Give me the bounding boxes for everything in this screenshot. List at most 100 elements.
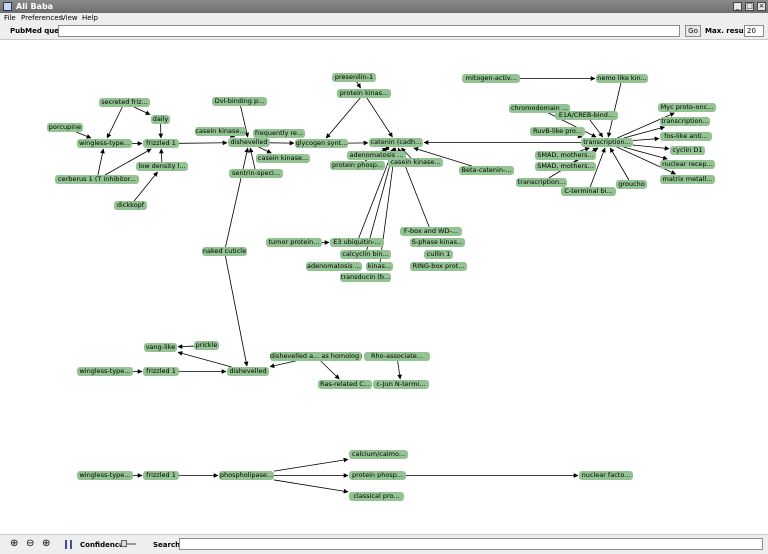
graph-node[interactable]: wingless-type...	[77, 367, 133, 376]
graph-edge	[250, 148, 255, 169]
graph-node[interactable]: transducin (b...	[340, 273, 391, 282]
graph-node[interactable]: nuclear recep...	[660, 160, 715, 169]
graph-node[interactable]: transcription...	[581, 138, 633, 147]
graph-node[interactable]: porcupine	[47, 123, 83, 132]
graph-node[interactable]: E1A/CREB-bind...	[555, 111, 618, 120]
menu-file[interactable]: File	[4, 14, 16, 22]
graph-node[interactable]: vang-like	[144, 343, 177, 352]
graph-node[interactable]: dishevelled	[228, 138, 270, 147]
graph-node[interactable]: calcium/calmo...	[349, 450, 408, 459]
graph-node[interactable]: RING-box prot...	[410, 262, 467, 271]
graph-node[interactable]: catenin (cadh...	[369, 138, 423, 147]
graph-node[interactable]: C-terminal bi...	[561, 187, 616, 196]
graph-node[interactable]: Rho-associate...	[364, 352, 430, 361]
graph-node[interactable]: casein kinase...	[388, 158, 443, 167]
graph-node[interactable]: frizzled 1	[143, 471, 179, 480]
graph-node[interactable]: wingless-type...	[77, 139, 132, 148]
graph-node[interactable]: classical pro...	[349, 492, 404, 501]
graph-node[interactable]: matrix metall...	[660, 175, 715, 184]
graph-edge	[76, 132, 91, 138]
graph-node[interactable]: phospholipase...	[219, 471, 274, 480]
graph-node[interactable]: Beta-catenin-...	[459, 166, 514, 175]
zoom-in-icon[interactable]: ⊕	[42, 539, 50, 549]
query-toolbar: PubMed query: Go Max. results 20	[0, 23, 768, 40]
bottom-bar: ⊕ ⊖ ⊕ Confidence: Search:	[0, 534, 768, 554]
graph-node[interactable]: low density l...	[136, 162, 188, 171]
go-button[interactable]: Go	[685, 25, 701, 37]
close-button[interactable]: ×	[757, 2, 766, 11]
graph-node[interactable]: Myc proto-onc...	[658, 103, 716, 112]
graph-node[interactable]: glycogen synt...	[295, 139, 348, 148]
graph-edge	[357, 82, 361, 88]
graph-edge	[321, 361, 340, 379]
graph-node[interactable]: SMAD, mothers...	[535, 162, 596, 171]
graph-node[interactable]: casein kinase...	[195, 127, 246, 136]
zoom-out-icon[interactable]: ⊖	[26, 539, 34, 549]
graph-edge	[161, 149, 162, 162]
graph-node[interactable]: cerberus 1 (T inhibitor...	[55, 175, 139, 184]
title-bar: Ali Baba _ □ ×	[0, 0, 768, 13]
graph-edge	[398, 361, 401, 379]
menu-preferences[interactable]: Preferences	[21, 14, 62, 22]
graph-node[interactable]: secreted friz...	[99, 98, 150, 107]
maximize-button[interactable]: □	[745, 2, 754, 11]
menu-view[interactable]: View	[61, 14, 78, 22]
graph-node[interactable]: frizzled 1	[143, 139, 179, 148]
graph-edge	[633, 145, 669, 149]
graph-node[interactable]: protein kinas...	[337, 89, 391, 98]
graph-node[interactable]: fos-like anti...	[660, 132, 712, 141]
pause-icon[interactable]	[65, 540, 72, 549]
graph-node[interactable]: nemo like kin...	[596, 74, 648, 83]
menu-bar: File Preferences View Help	[0, 13, 768, 23]
pubmed-query-input[interactable]	[58, 25, 680, 37]
graph-node[interactable]: cullin 1	[424, 250, 453, 259]
graph-node[interactable]: sentrin-speci...	[229, 169, 283, 178]
zoom-fit-icon[interactable]: ⊕	[10, 539, 18, 549]
graph-node[interactable]: c-Jun N-termi...	[373, 380, 429, 389]
graph-node[interactable]: naked cuticle	[202, 247, 247, 256]
graph-node[interactable]: adenomatosis ...	[306, 262, 362, 271]
graph-edge	[259, 147, 272, 153]
graph-node[interactable]: kinas...	[366, 262, 393, 271]
graph-node[interactable]: mitogen-activ...	[462, 74, 520, 83]
graph-edge	[367, 98, 392, 137]
graph-node[interactable]: frequently re...	[253, 129, 305, 138]
search-input[interactable]	[179, 538, 763, 550]
graph-edge	[226, 148, 248, 247]
graph-node[interactable]: wingless-type...	[77, 471, 133, 480]
graph-node[interactable]: dickkopf	[114, 201, 147, 210]
graph-node[interactable]: nuclear facto...	[579, 471, 633, 480]
graph-node[interactable]: casein kinase...	[256, 154, 310, 163]
graph-node[interactable]: tumor protein...	[266, 238, 322, 247]
graph-node[interactable]: frizzled 1	[143, 367, 179, 376]
graph-node[interactable]: daily	[151, 115, 170, 124]
graph-node[interactable]: S-phase kinas...	[410, 238, 465, 247]
graph-node[interactable]: presenilin-1	[332, 73, 376, 82]
graph-node[interactable]: Dvl-binding p...	[212, 97, 267, 106]
graph-node[interactable]: SMAD, mothers...	[535, 151, 596, 160]
confidence-slider[interactable]	[118, 543, 136, 545]
graph-edge	[107, 107, 122, 138]
graph-node[interactable]: RuvB-like pro...	[530, 127, 585, 136]
network-graph[interactable]: presenilin-1 protein kinas... mitogen-acti…	[0, 40, 768, 534]
graph-node[interactable]: E3 ubiquitin-...	[330, 238, 384, 247]
graph-node[interactable]: protein phosp...	[349, 471, 406, 480]
graph-node[interactable]: F-box and WD-...	[400, 227, 462, 236]
max-results-input[interactable]: 20	[744, 25, 764, 37]
graph-node[interactable]: Ras-related C...	[318, 380, 372, 389]
graph-node[interactable]: calcyclin bin...	[340, 250, 391, 259]
slider-handle[interactable]	[121, 540, 127, 547]
graph-node[interactable]: cyclin D1	[670, 146, 705, 155]
graph-node[interactable]: transcription...	[516, 178, 567, 187]
minimize-button[interactable]: _	[733, 2, 742, 11]
graph-node[interactable]: protein phosp...	[330, 161, 385, 170]
menu-help[interactable]: Help	[82, 14, 98, 22]
graph-node[interactable]: transcription...	[660, 117, 710, 126]
window-title: Ali Baba	[16, 2, 53, 11]
graph-node[interactable]: dishevelled	[227, 367, 269, 376]
graph-edge	[633, 139, 659, 141]
graph-node[interactable]: prickle	[194, 341, 219, 350]
graph-node[interactable]: groucho	[616, 180, 647, 189]
graph-node[interactable]: dishevelled a... as homolog g...	[270, 352, 362, 361]
graph-edge	[179, 143, 227, 144]
